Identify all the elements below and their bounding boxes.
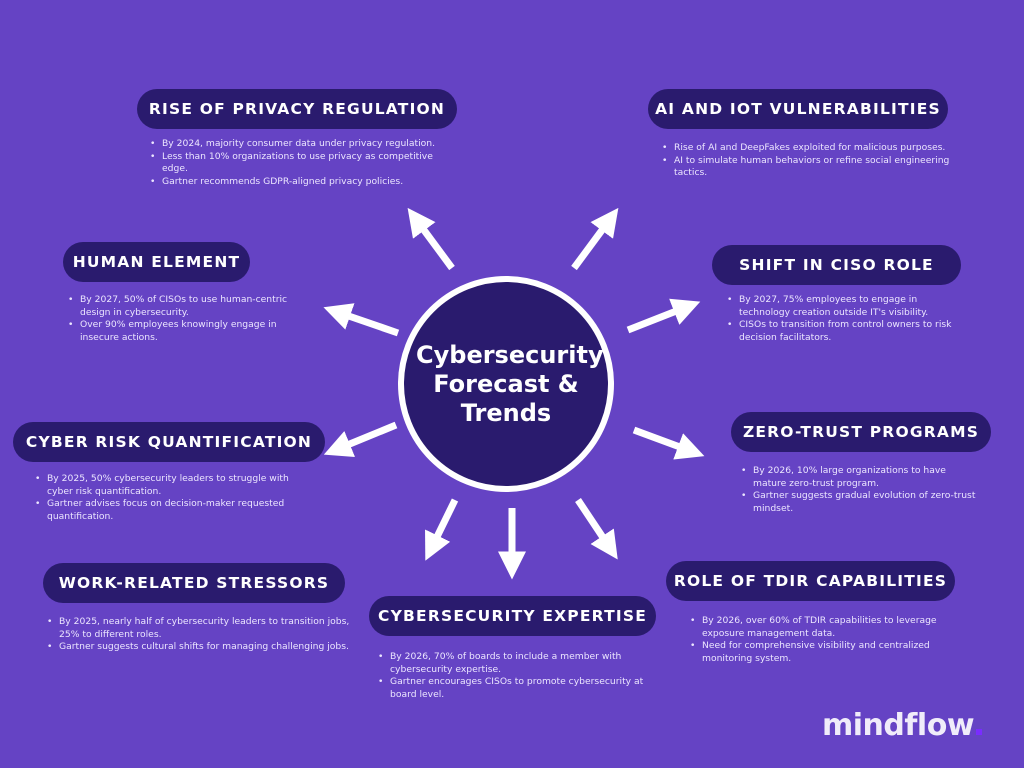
arrow-stressors xyxy=(425,498,459,561)
arrow-risk xyxy=(323,421,398,457)
topic-title-zero-trust: ZERO-TRUST PROGRAMS xyxy=(731,412,991,452)
arrow-tdir xyxy=(575,498,618,560)
topic-title-ciso: SHIFT IN CISO ROLE xyxy=(712,245,961,285)
logo-text: mindflow xyxy=(822,708,975,743)
topic-bullets-tdir: By 2026, over 60% of TDIR capabilities t… xyxy=(690,615,950,665)
arrow-ai-iot xyxy=(571,207,619,271)
topic-bullets-ai-iot: Rise of AI and DeepFakes exploited for m… xyxy=(662,142,962,180)
bullet: By 2026, 10% large organizations to have… xyxy=(741,465,981,490)
bullet: Gartner recommends GDPR-aligned privacy … xyxy=(150,176,450,189)
topic-title-privacy: RISE OF PRIVACY REGULATION xyxy=(137,89,457,129)
bullet: By 2027, 75% employees to engage in tech… xyxy=(727,294,957,319)
bullet: AI to simulate human behaviors or refine… xyxy=(662,155,962,180)
center-title: Cybersecurity Forecast & Trends xyxy=(416,340,604,427)
arrow-privacy xyxy=(407,207,455,271)
topic-title-expertise: CYBERSECURITY EXPERTISE xyxy=(369,596,656,636)
topic-title-stressors: WORK-RELATED STRESSORS xyxy=(43,563,345,603)
topic-title-human: HUMAN ELEMENT xyxy=(63,242,250,282)
bullet: Need for comprehensive visibility and ce… xyxy=(690,640,950,665)
topic-bullets-human: By 2027, 50% of CISOs to use human-centr… xyxy=(68,294,298,344)
bullet: Gartner suggests gradual evolution of ze… xyxy=(741,490,981,515)
bullet: CISOs to transition from control owners … xyxy=(727,319,957,344)
bullet: By 2025, 50% cybersecurity leaders to st… xyxy=(35,473,305,498)
arrow-zero-trust xyxy=(632,426,705,460)
bullet: By 2024, majority consumer data under pr… xyxy=(150,138,450,151)
bullet: By 2026, 70% of boards to include a memb… xyxy=(378,651,658,676)
topic-bullets-stressors: By 2025, nearly half of cybersecurity le… xyxy=(47,616,357,654)
bullet: Gartner encourages CISOs to promote cybe… xyxy=(378,676,658,701)
bullet: By 2027, 50% of CISOs to use human-centr… xyxy=(68,294,298,319)
topic-title-ai-iot: AI AND IOT VULNERABILITIES xyxy=(648,89,948,129)
topic-bullets-privacy: By 2024, majority consumer data under pr… xyxy=(150,138,450,188)
bullet: Gartner suggests cultural shifts for man… xyxy=(47,641,357,654)
topic-bullets-ciso: By 2027, 75% employees to engage in tech… xyxy=(727,294,957,344)
bullet: Over 90% employees knowingly engage in i… xyxy=(68,319,298,344)
topic-bullets-zero-trust: By 2026, 10% large organizations to have… xyxy=(741,465,981,515)
mindflow-logo: mindflow xyxy=(822,708,983,743)
arrow-ciso xyxy=(626,298,701,334)
bullet: Gartner advises focus on decision-maker … xyxy=(35,498,305,523)
bullet: By 2025, nearly half of cybersecurity le… xyxy=(47,616,357,641)
bullet: Less than 10% organizations to use priva… xyxy=(150,151,450,176)
bullet: By 2026, over 60% of TDIR capabilities t… xyxy=(690,615,950,640)
topic-title-risk: CYBER RISK QUANTIFICATION xyxy=(13,422,325,462)
topic-bullets-risk: By 2025, 50% cybersecurity leaders to st… xyxy=(35,473,305,523)
topic-title-tdir: ROLE OF TDIR CAPABILITIES xyxy=(666,561,955,601)
topic-bullets-expertise: By 2026, 70% of boards to include a memb… xyxy=(378,651,658,701)
bullet: Rise of AI and DeepFakes exploited for m… xyxy=(662,142,962,155)
center-circle: Cybersecurity Forecast & Trends xyxy=(398,276,614,492)
arrow-human xyxy=(323,303,400,337)
